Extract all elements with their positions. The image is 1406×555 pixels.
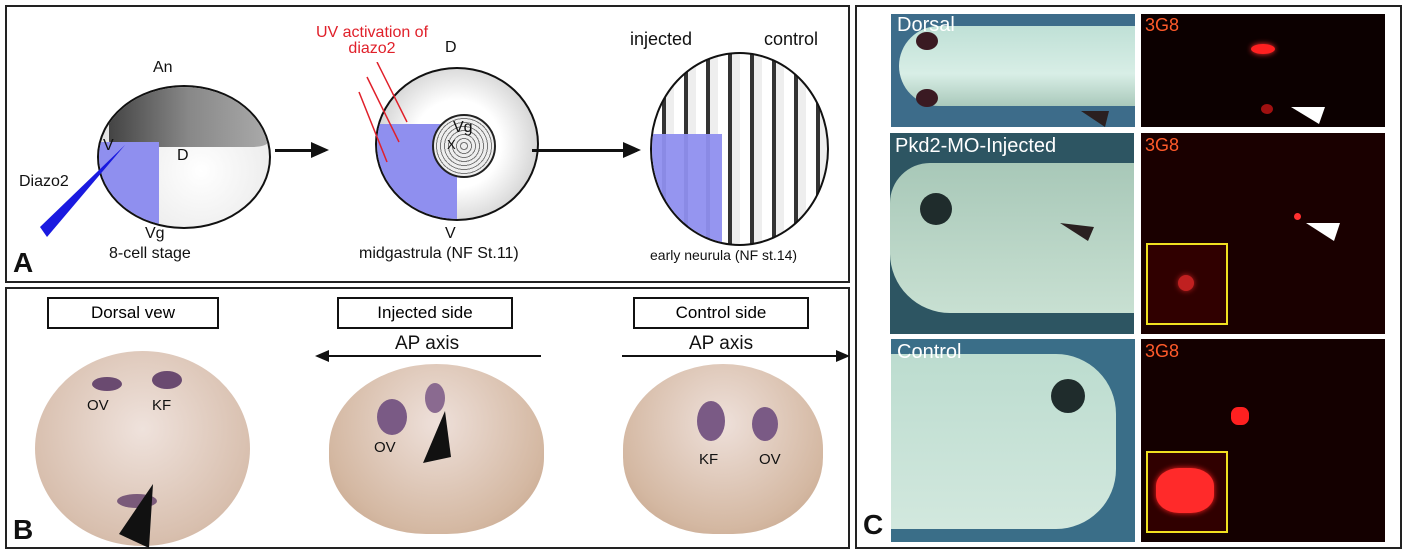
view-title-injected: Injected side — [337, 297, 513, 329]
caption-midgastrula: midgastrula (NF St.11) — [359, 245, 519, 262]
caption-control: Control — [897, 341, 962, 363]
brightfield-control-photo — [891, 339, 1135, 542]
view-title-control: Control side — [633, 297, 809, 329]
yolk-plug — [432, 114, 496, 178]
brightfield-dorsal-photo — [891, 14, 1135, 127]
panel-label-b: B — [13, 514, 34, 545]
label-v-bottom: V — [445, 225, 456, 242]
marker-ov-control: OV — [759, 451, 781, 468]
arrowhead-icon — [1291, 107, 1325, 124]
midgastrula-sphere — [375, 67, 539, 221]
ap-axis-arrow-right — [622, 355, 840, 357]
panel-c: Dorsal 3G8 Pkd2-MO-Injected 3G8 Control … — [855, 5, 1402, 549]
eight-cell-embryo — [97, 85, 271, 229]
control-side-photo — [623, 364, 823, 534]
uv-arrows-icon — [358, 62, 408, 163]
brightfield-pkd2-mo-injected-photo — [890, 133, 1134, 334]
label-d: D — [177, 147, 189, 164]
label-vg-center: Vg — [453, 119, 473, 136]
arrow-right — [275, 142, 329, 158]
stain-label-3g8: 3G8 — [1145, 341, 1180, 361]
fluorescence-pkd2-mo-injected-photo — [1141, 133, 1385, 334]
label-v: V — [103, 137, 114, 154]
panel-a: An V D Diazo2 Vg 8-cell stage D Vg X V m… — [5, 5, 850, 283]
marker-kf-dorsal: KF — [152, 397, 172, 414]
marker-ov-dorsal: OV — [87, 397, 109, 414]
neurula-embryo — [650, 52, 829, 246]
marker-ov-injected: OV — [374, 439, 396, 456]
panel-label-a: A — [13, 247, 34, 278]
arrowhead-icon — [1081, 111, 1109, 127]
label-control: control — [764, 29, 819, 49]
caption-dorsal: Dorsal — [897, 14, 955, 36]
ap-axis-label-control: AP axis — [689, 333, 754, 354]
arrow-right-2 — [532, 142, 641, 158]
needle-icon — [40, 145, 125, 237]
arrowhead-icon — [1306, 223, 1340, 241]
stain-label-3g8: 3G8 — [1145, 15, 1180, 35]
inset-zoom — [1146, 451, 1228, 533]
ap-axis-label-injected: AP axis — [395, 333, 460, 354]
label-d-top: D — [445, 39, 457, 56]
label-diazo2: Diazo2 — [19, 173, 69, 190]
stain-label-3g8: 3G8 — [1145, 135, 1180, 155]
label-an: An — [153, 59, 173, 76]
injected-blastomere — [99, 142, 159, 227]
panel-label-c: C — [863, 509, 884, 540]
caption-8-cell: 8-cell stage — [109, 245, 191, 262]
arrowhead-icon — [1060, 223, 1094, 241]
panel-b: Dorsal vew Injected side Control side AP… — [5, 287, 850, 549]
marker-kf-control: KF — [699, 451, 719, 468]
label-vg: Vg — [145, 225, 165, 242]
label-injected: injected — [630, 29, 693, 49]
ap-axis-arrow-left — [319, 355, 541, 357]
uv-activation-label: UV activation of diazo2 — [315, 24, 429, 57]
arrowhead-icon — [119, 484, 153, 548]
arrowhead-icon — [423, 411, 451, 463]
caption-neurula: early neurula (NF st.14) — [650, 247, 798, 263]
view-title-dorsal: Dorsal vew — [47, 297, 219, 329]
fluorescence-dorsal-photo — [1141, 14, 1385, 127]
caption-pkd2-mo-injected: Pkd2-MO-Injected — [895, 135, 1057, 157]
label-x: X — [447, 137, 456, 152]
inset-zoom — [1146, 243, 1228, 325]
fluorescence-control-photo — [1141, 339, 1385, 542]
